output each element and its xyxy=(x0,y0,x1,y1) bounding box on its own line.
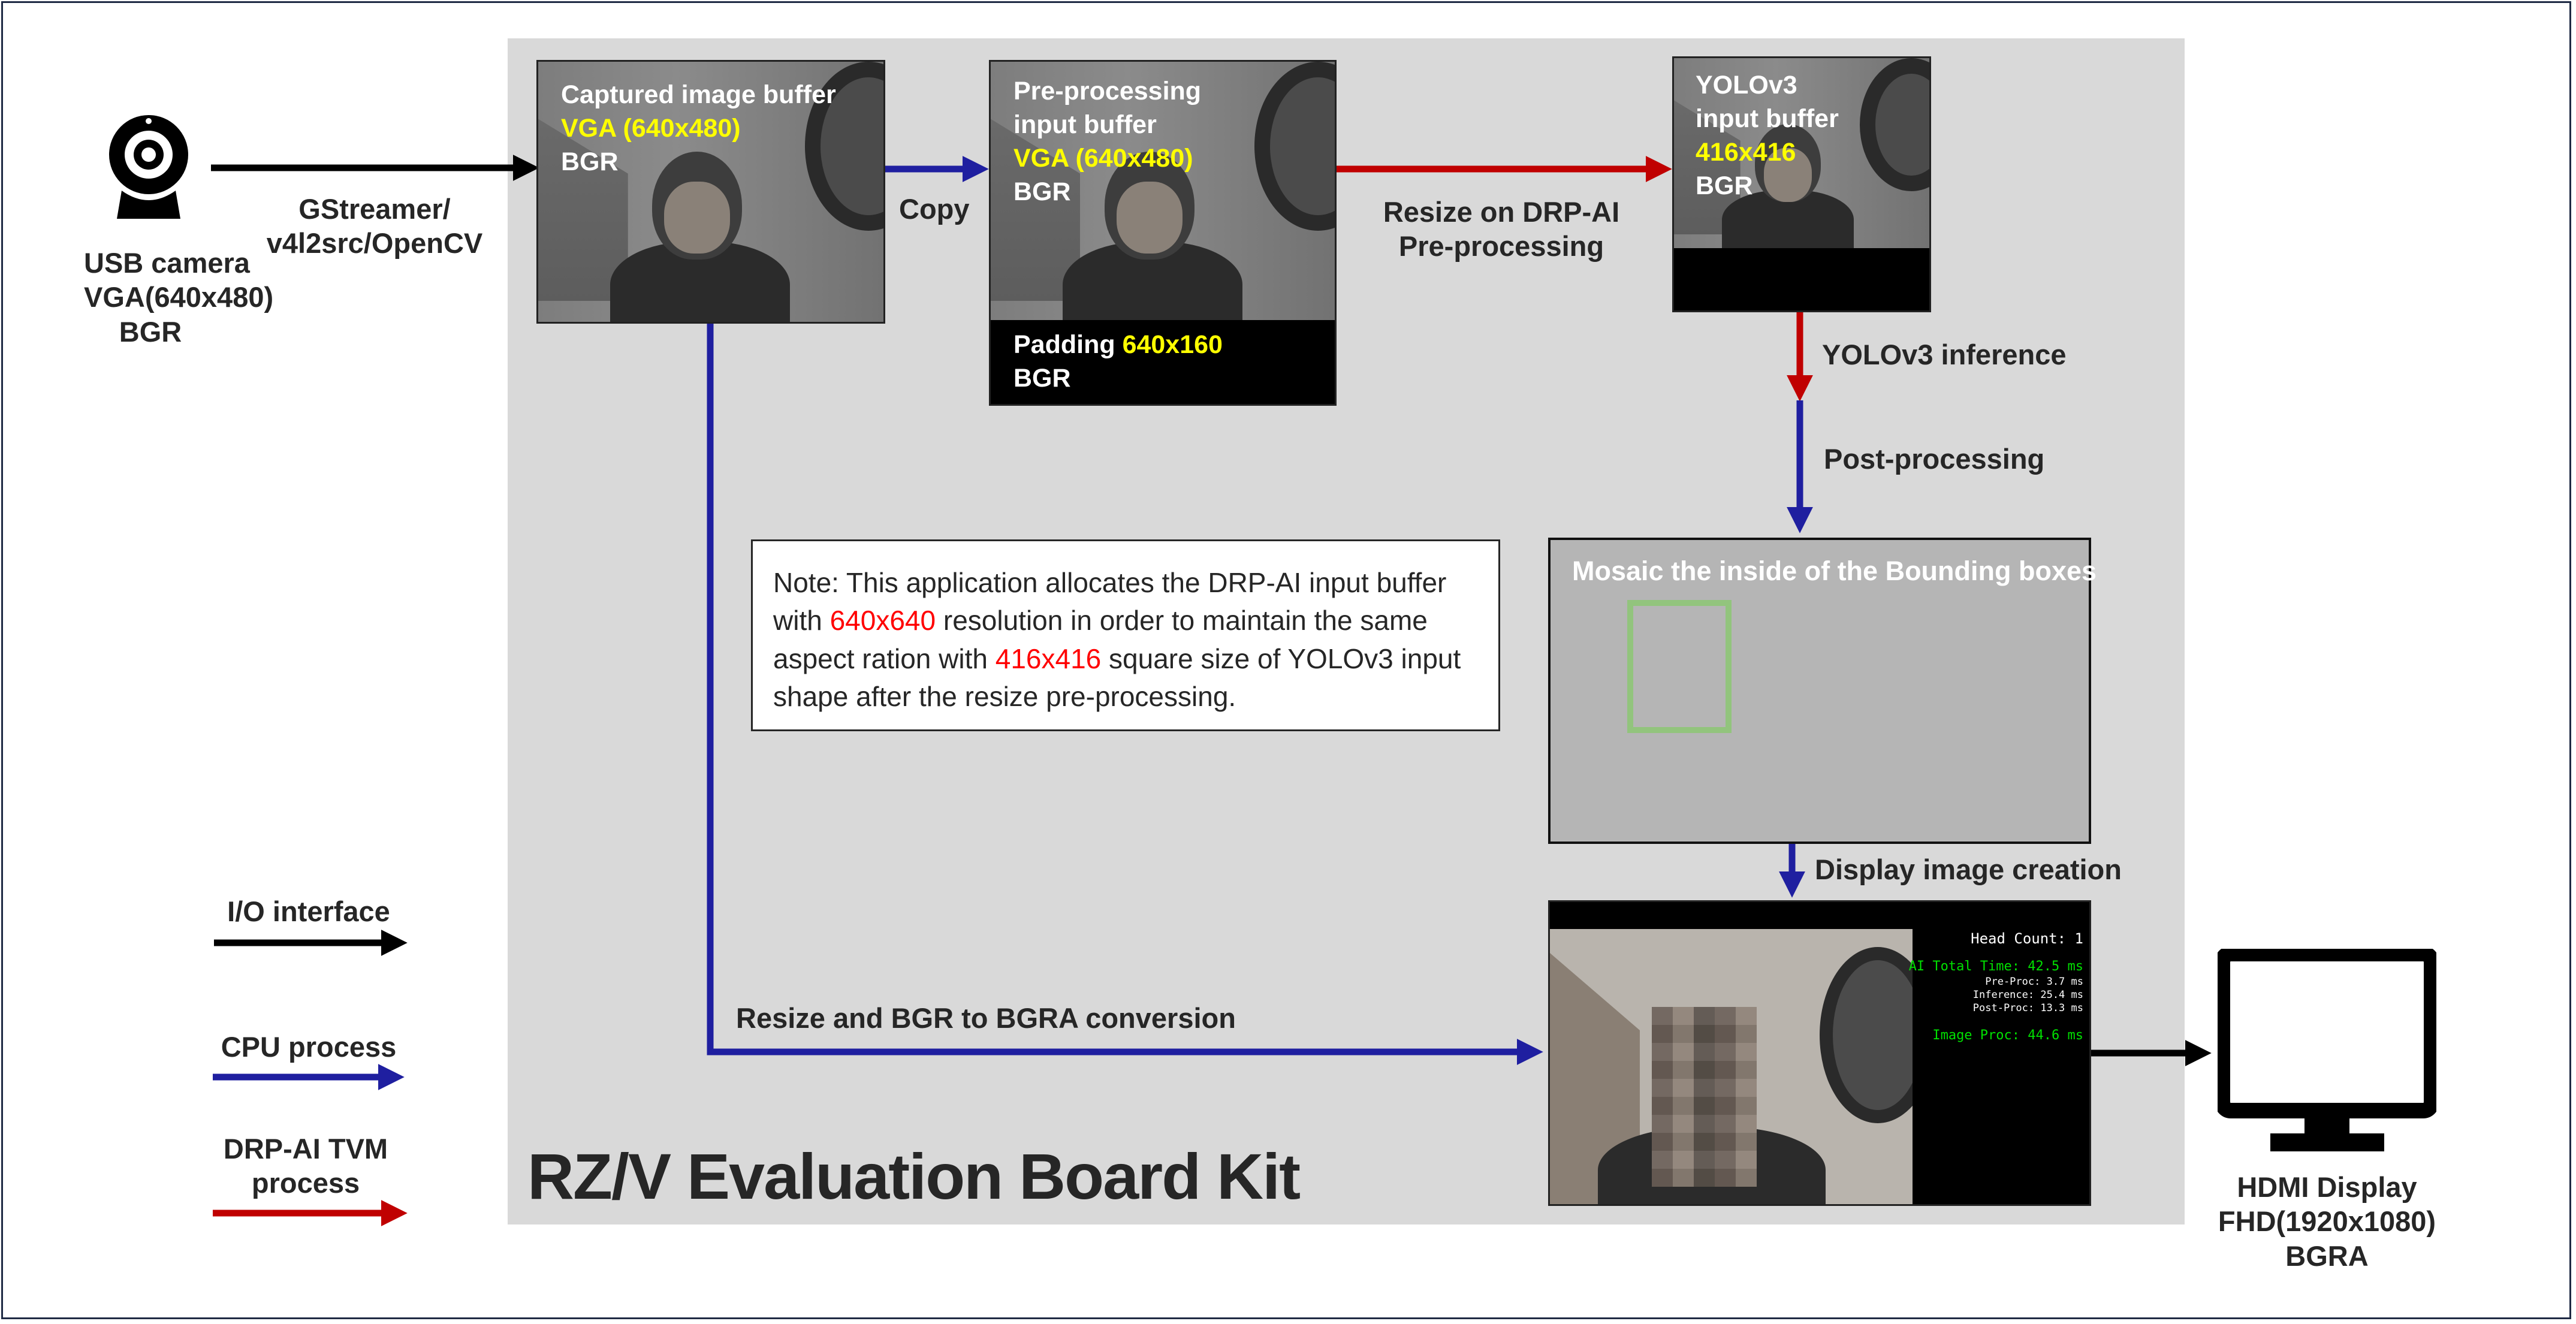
padding-region: Padding 640x160 BGR xyxy=(991,320,1335,404)
yolo-buffer-title-1: YOLOv3 xyxy=(1696,71,1797,99)
inference-time: Inference: 25.4 ms xyxy=(1972,989,2083,1001)
yolov3-input-buffer: YOLOv3 input buffer 416x416 BGR xyxy=(1672,56,1931,312)
head-count: Head Count: 1 xyxy=(1971,930,2083,947)
bgra-conversion-label: Resize and BGR to BGRA conversion xyxy=(736,1002,1236,1034)
preproc-buffer-title-1: Pre-processing xyxy=(1013,77,1202,105)
postproc-label: Post-processing xyxy=(1824,443,2045,475)
display-photo xyxy=(1550,929,1913,1204)
capture-buffer-fmt: BGR xyxy=(561,147,619,176)
yolo-buffer-res: 416x416 xyxy=(1696,137,1796,167)
padding-fmt: BGR xyxy=(1013,363,1071,393)
arrow-bgra-conversion xyxy=(707,321,1543,1065)
display-creation-label: Display image creation xyxy=(1815,853,2122,885)
yolo-buffer-fmt: BGR xyxy=(1696,171,1753,200)
bounding-box xyxy=(1627,600,1732,733)
mosaic-caption: Mosaic the inside of the Bounding boxes xyxy=(1572,556,2097,586)
mosaic-image: Mosaic the inside of the Bounding boxes xyxy=(1548,538,2097,844)
stats-panel: Head Count: 1 AI Total Time: 42.5 ms Pre… xyxy=(1909,929,2089,1204)
pre-proc-time: Pre-Proc: 3.7 ms xyxy=(1985,976,2083,988)
board-title: RZ/V Evaluation Board Kit xyxy=(527,1140,1301,1213)
yolo-buffer-title-2: input buffer xyxy=(1696,104,1839,133)
preproc-buffer-res: VGA (640x480) xyxy=(1013,143,1193,173)
preproc-buffer-fmt: BGR xyxy=(1013,177,1071,206)
inference-label: YOLOv3 inference xyxy=(1822,339,2067,370)
capture-buffer-res: VGA (640x480) xyxy=(561,113,741,143)
capture-buffer-title: Captured image buffer xyxy=(561,80,836,109)
preproc-buffer-title-2: input buffer xyxy=(1013,110,1157,139)
legend-io-label: I/O interface xyxy=(227,895,390,927)
image-proc-time: Image Proc: 44.6 ms xyxy=(1932,1028,2083,1043)
note-box: Note: This application allocates the DRP… xyxy=(751,539,1500,731)
ai-total-time: AI Total Time: 42.5 ms xyxy=(1908,959,2083,974)
padding-size: 640x160 xyxy=(1122,330,1223,359)
gstreamer-label: GStreamer/v4l2src/OpenCV xyxy=(266,193,483,260)
display-image: Head Count: 1 AI Total Time: 42.5 ms Pre… xyxy=(1548,900,2091,1206)
copy-label: Copy xyxy=(899,193,970,225)
captured-image-buffer: Captured image buffer VGA (640x480) BGR xyxy=(536,60,885,324)
post-proc-time: Post-Proc: 13.3 ms xyxy=(1972,1002,2083,1014)
legend-cpu-label: CPU process xyxy=(221,1031,397,1063)
padding-label: Padding xyxy=(1013,330,1123,359)
preprocessing-input-buffer: Pre-processing input buffer VGA (640x480… xyxy=(989,60,1337,406)
